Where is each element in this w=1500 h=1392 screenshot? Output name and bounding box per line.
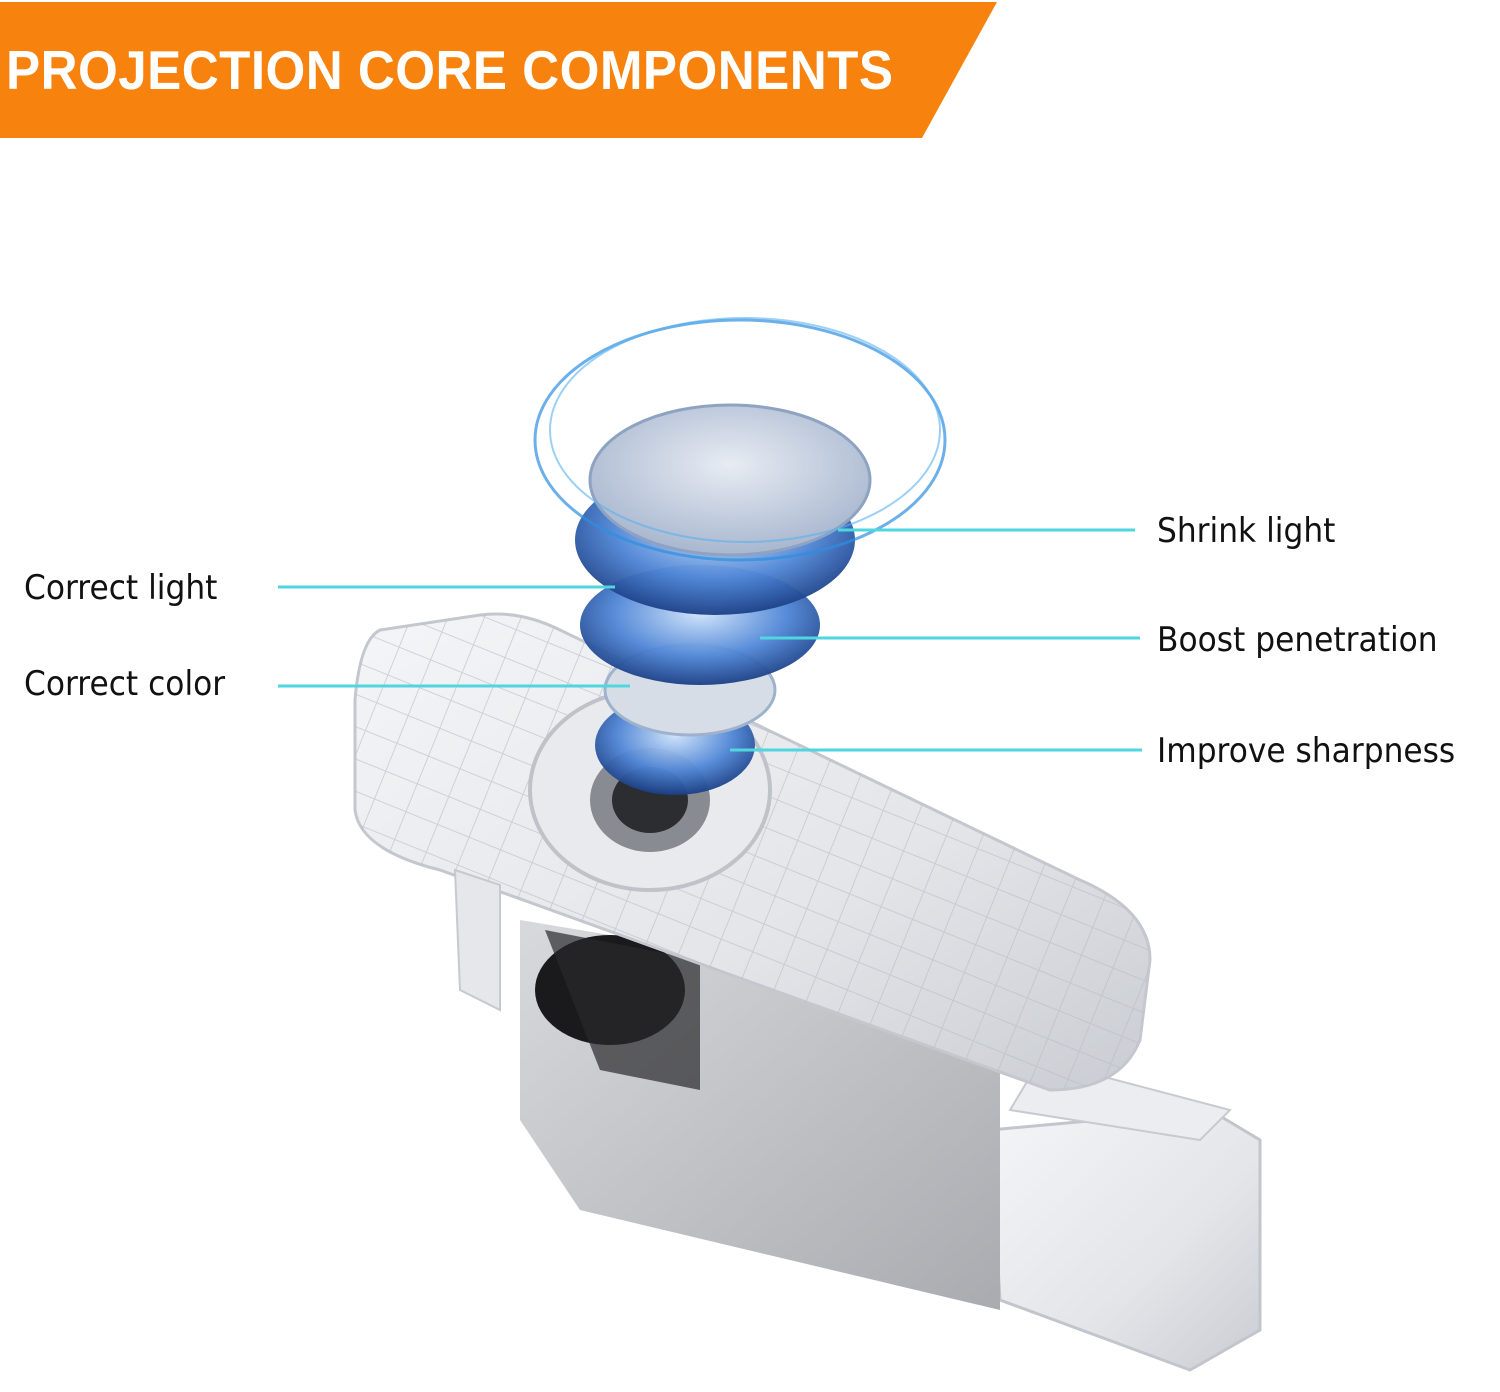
label-correct-light: Correct light: [24, 568, 218, 608]
label-improve-sharpness: Improve sharpness: [1157, 731, 1456, 771]
title-banner: [0, 2, 997, 138]
callout-lines: [278, 528, 1142, 752]
banner-title: PROJECTION CORE COMPONENTS: [6, 39, 894, 101]
label-shrink-light: Shrink light: [1157, 511, 1336, 551]
label-boost-penetration: Boost penetration: [1157, 620, 1438, 660]
label-correct-color: Correct color: [24, 664, 226, 704]
